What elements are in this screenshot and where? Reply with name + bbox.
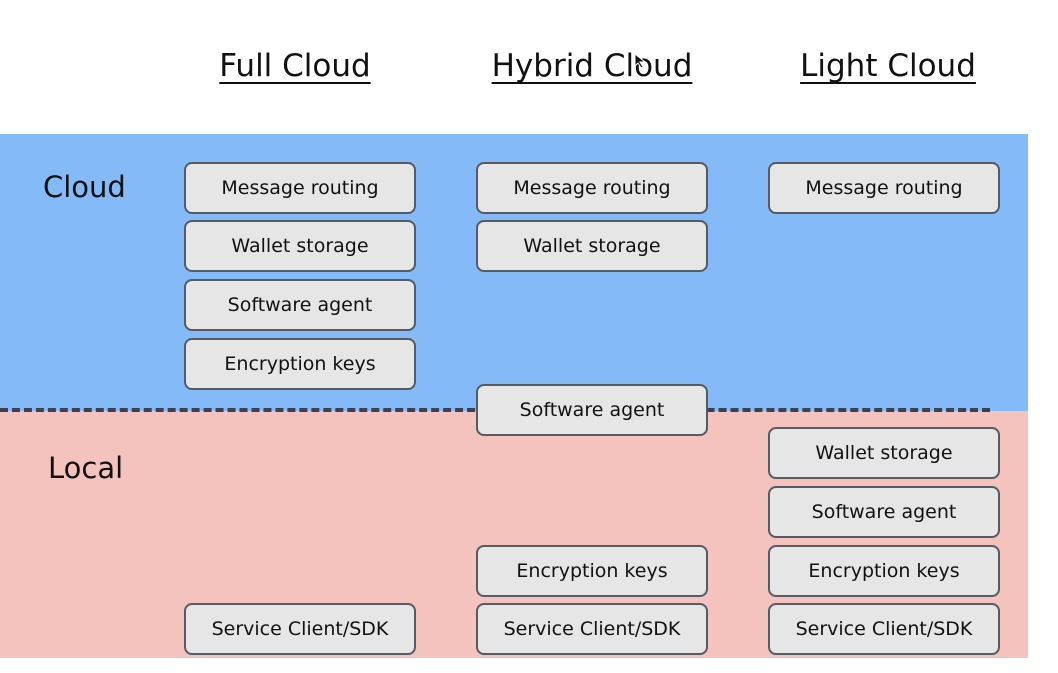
row-label-local: Local bbox=[48, 451, 124, 485]
light-cloud-software-agent: Software agent bbox=[768, 486, 1000, 538]
hybrid-cloud-service-client: Service Client/SDK bbox=[476, 603, 708, 655]
light-cloud-message-routing: Message routing bbox=[768, 162, 1000, 214]
hybrid-cloud-encryption-keys: Encryption keys bbox=[476, 545, 708, 597]
light-cloud-wallet-storage: Wallet storage bbox=[768, 427, 1000, 479]
header-full-cloud: Full Cloud bbox=[219, 48, 371, 84]
hybrid-cloud-software-agent: Software agent bbox=[476, 384, 708, 436]
full-cloud-wallet-storage: Wallet storage bbox=[184, 220, 416, 272]
header-light-cloud: Light Cloud bbox=[800, 48, 976, 84]
hybrid-cloud-wallet-storage: Wallet storage bbox=[476, 220, 708, 272]
light-cloud-encryption-keys: Encryption keys bbox=[768, 545, 1000, 597]
full-cloud-service-client: Service Client/SDK bbox=[184, 603, 416, 655]
mouse-cursor-icon bbox=[634, 53, 647, 69]
header-hybrid-cloud: Hybrid Cloud bbox=[491, 48, 693, 84]
light-cloud-service-client: Service Client/SDK bbox=[768, 603, 1000, 655]
full-cloud-message-routing: Message routing bbox=[184, 162, 416, 214]
full-cloud-software-agent: Software agent bbox=[184, 279, 416, 331]
row-label-cloud: Cloud bbox=[43, 170, 126, 204]
hybrid-cloud-message-routing: Message routing bbox=[476, 162, 708, 214]
full-cloud-encryption-keys: Encryption keys bbox=[184, 338, 416, 390]
